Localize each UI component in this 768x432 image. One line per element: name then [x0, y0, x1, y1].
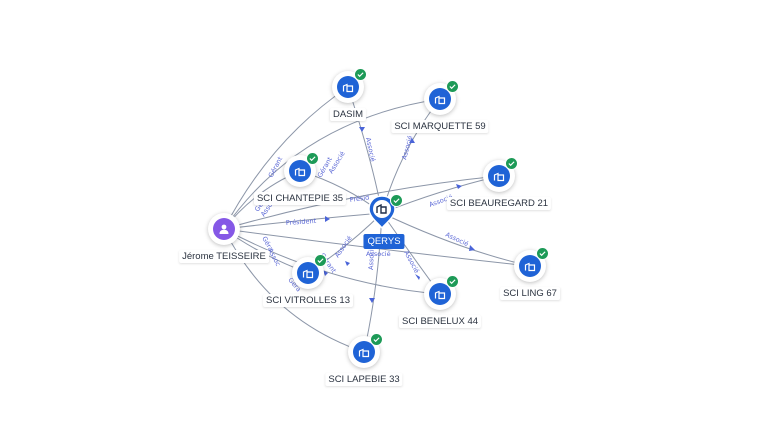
node-halo[interactable]: [424, 80, 459, 115]
arrowhead: [323, 270, 328, 276]
node-label: SCI MARQUETTE 59: [391, 120, 489, 133]
node-label: SCI LING 67: [500, 287, 560, 300]
node-label: Jérome TEISSEIRE: [179, 250, 269, 263]
arrowhead: [469, 245, 475, 251]
node-label[interactable]: QERYS: [363, 234, 405, 249]
edge-person-beauregard: [223, 175, 500, 230]
node-halo[interactable]: [483, 157, 518, 192]
edge-label-associe: Associé: [444, 231, 470, 249]
building-icon: [519, 255, 541, 277]
edge-person-qerys: [223, 212, 383, 230]
edge-label-associe: Associé: [367, 245, 376, 270]
edge-label-associe: Associé: [333, 234, 354, 259]
edge-person-marquette: [223, 98, 441, 230]
verified-check-icon: [446, 80, 459, 93]
edge-label-president: Président: [286, 217, 317, 227]
verified-check-icon: [306, 152, 319, 165]
location-pin-icon[interactable]: [368, 195, 396, 229]
edge-label-associe: Associé: [364, 137, 377, 163]
node-label: SCI CHANTEPIE 35: [253, 192, 347, 205]
node-label: DASIM: [329, 108, 367, 121]
node-halo[interactable]: [292, 254, 327, 289]
edge-label-president-trunc: Présid: [349, 193, 370, 204]
edge-person-dasim: [223, 86, 349, 230]
node-label: SCI BENELUX 44: [398, 315, 482, 328]
building-icon: [289, 160, 311, 182]
node-label: SCI VITROLLES 13: [263, 294, 353, 307]
arrowhead: [456, 184, 462, 189]
edge-person-benelux: [223, 228, 441, 295]
building-icon: [429, 88, 451, 110]
verified-check-icon: [536, 247, 549, 260]
node-halo[interactable]: [208, 213, 240, 245]
node-label: SCI BEAUREGARD 21: [446, 197, 552, 210]
node-halo[interactable]: [284, 152, 319, 187]
node-halo[interactable]: [424, 275, 459, 310]
verified-check-icon: [354, 68, 367, 81]
arrowhead: [345, 261, 350, 266]
verified-check-icon: [370, 333, 383, 346]
verified-check-icon: [314, 254, 327, 267]
edge-qerys-ling: [381, 212, 531, 267]
arrowhead: [415, 274, 420, 280]
verified-check-icon: [505, 157, 518, 170]
building-icon: [337, 76, 359, 98]
building-icon: [297, 262, 319, 284]
arrowhead: [369, 298, 375, 303]
node-halo[interactable]: [348, 333, 383, 368]
edge-label-associe: Associé: [366, 250, 391, 258]
building-icon: [429, 283, 451, 305]
verified-check-icon: [446, 275, 459, 288]
verified-check-icon: [390, 194, 403, 207]
arrowhead: [409, 138, 415, 143]
node-label: SCI LAPEBIE 33: [325, 373, 403, 386]
node-halo[interactable]: [332, 68, 367, 103]
node-halo[interactable]: [514, 247, 549, 282]
arrowhead: [325, 216, 330, 222]
building-icon: [488, 165, 510, 187]
arrowhead: [359, 127, 365, 132]
user-icon: [213, 218, 235, 240]
building-icon: [353, 341, 375, 363]
